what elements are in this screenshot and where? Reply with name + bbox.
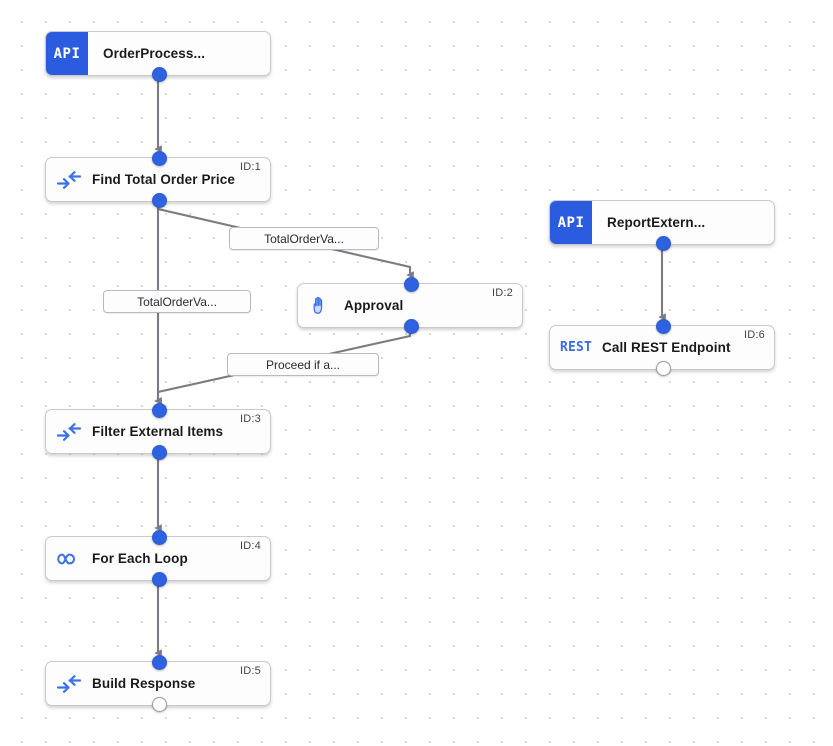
rest-label-icon: REST <box>550 340 602 355</box>
port-bottom[interactable] <box>151 697 167 712</box>
node-approval[interactable]: Approval ID:2 <box>297 277 523 334</box>
infinity-loop-icon <box>46 550 92 568</box>
node-for-each-loop[interactable]: For Each Loop ID:4 <box>45 530 271 587</box>
transform-arrows-icon <box>46 422 92 442</box>
node-build-response[interactable]: Build Response ID:5 <box>45 655 271 712</box>
node-id-label: ID:3 <box>240 413 261 425</box>
node-filter-external-items[interactable]: Filter External Items ID:3 <box>45 403 271 460</box>
node-title: Approval <box>344 298 404 313</box>
api-badge-icon: API <box>550 201 592 244</box>
node-title: OrderProcess... <box>103 46 206 61</box>
port-bottom[interactable] <box>655 236 671 251</box>
port-bottom[interactable] <box>403 319 419 334</box>
node-title: For Each Loop <box>92 551 188 566</box>
port-top[interactable] <box>151 403 167 418</box>
node-id-label: ID:2 <box>492 287 513 299</box>
node-find-total-order-price[interactable]: Find Total Order Price ID:1 <box>45 151 271 208</box>
edge-label-text: TotalOrderVa... <box>264 231 344 246</box>
hand-icon <box>298 295 344 317</box>
port-top[interactable] <box>655 319 671 334</box>
port-bottom[interactable] <box>655 361 671 376</box>
rest-badge-label: REST <box>559 340 593 355</box>
port-top[interactable] <box>151 655 167 670</box>
api-badge-icon: API <box>46 32 88 75</box>
node-report-extern[interactable]: API ReportExtern... <box>549 200 775 251</box>
node-title: ReportExtern... <box>607 215 706 230</box>
node-id-label: ID:6 <box>744 329 765 341</box>
node-title: Find Total Order Price <box>92 172 235 187</box>
port-bottom[interactable] <box>151 193 167 208</box>
port-top[interactable] <box>403 277 419 292</box>
edge-label-text: TotalOrderVa... <box>137 294 217 309</box>
node-id-label: ID:1 <box>240 161 261 173</box>
node-title: Call REST Endpoint <box>602 340 731 355</box>
port-bottom[interactable] <box>151 572 167 587</box>
node-id-label: ID:4 <box>240 540 261 552</box>
api-badge-label: API <box>557 214 585 231</box>
node-order-process[interactable]: API OrderProcess... <box>45 31 271 82</box>
edge-label-total-order-value-left[interactable]: TotalOrderVa... <box>103 290 251 313</box>
port-top[interactable] <box>151 151 167 166</box>
port-top[interactable] <box>151 530 167 545</box>
transform-arrows-icon <box>46 170 92 190</box>
edge-label-text: Proceed if a... <box>265 357 341 372</box>
node-title: Build Response <box>92 676 196 691</box>
port-bottom[interactable] <box>151 67 167 82</box>
node-call-rest-endpoint[interactable]: REST Call REST Endpoint ID:6 <box>549 319 775 376</box>
transform-arrows-icon <box>46 674 92 694</box>
node-id-label: ID:5 <box>240 665 261 677</box>
edge-label-total-order-value-top[interactable]: TotalOrderVa... <box>229 227 379 250</box>
node-title: Filter External Items <box>92 424 224 439</box>
port-bottom[interactable] <box>151 445 167 460</box>
edge-label-proceed-if-approved[interactable]: Proceed if a... <box>227 353 379 376</box>
api-badge-label: API <box>53 45 81 62</box>
